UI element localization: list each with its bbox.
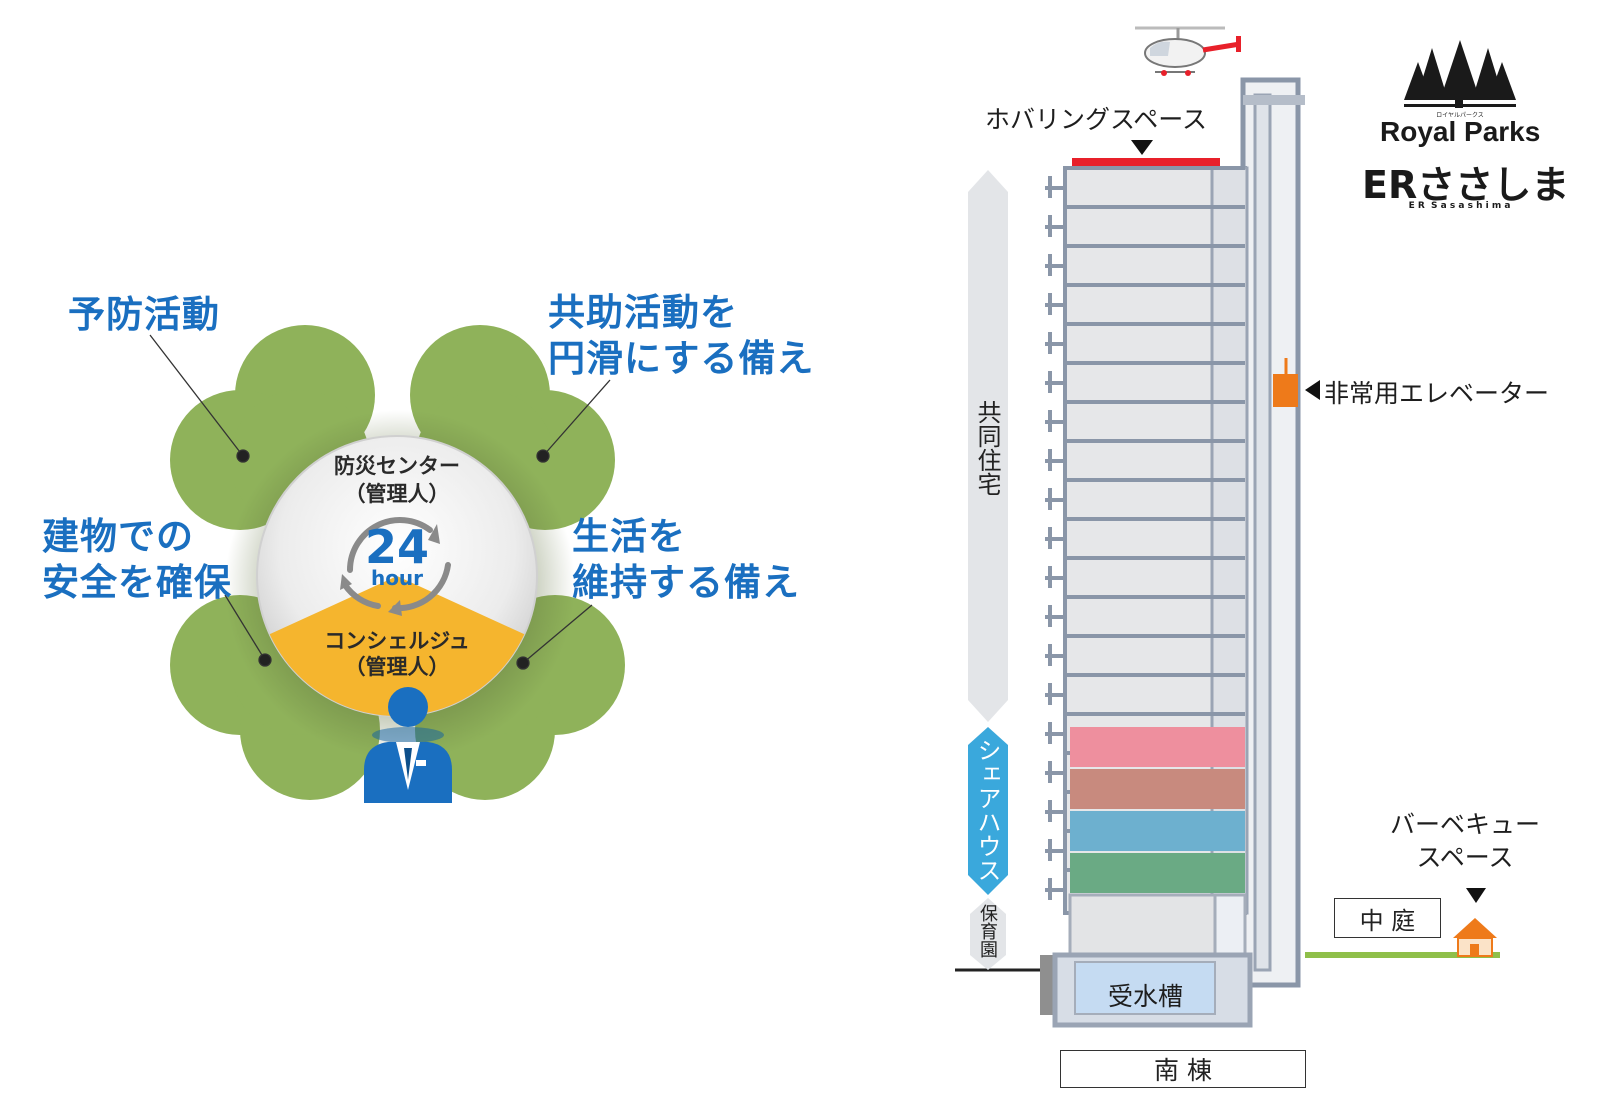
staff-person-icon: [364, 687, 452, 803]
courtyard-label: 中 庭: [1334, 898, 1441, 938]
logo-small-text: ロイヤルパークス: [1436, 112, 1484, 119]
callout-leaders: [149, 334, 611, 670]
label-mutual-aid: 共助活動を 円滑にする備え: [548, 291, 815, 380]
nursery-levels: [1068, 893, 1217, 957]
label-prevention: 予防活動: [68, 293, 220, 336]
rotation-arrows-icon: [342, 517, 451, 612]
logo-name: ERささしま: [1362, 163, 1570, 207]
nursery-band: [970, 898, 1006, 970]
floor-brown: [1070, 769, 1245, 809]
floor-blue: [1070, 811, 1245, 851]
nursery-annex: [1213, 893, 1247, 957]
hours-unit: hour: [370, 566, 424, 590]
logo-brand: Royal Parks: [1380, 116, 1541, 147]
label-building-safety: 建物での 安全を確保: [42, 515, 232, 604]
concierge-label: コンシェルジュ （管理人）: [324, 629, 470, 679]
south-wing-label: 南 棟: [1060, 1050, 1306, 1088]
hovering-space-bar: [1072, 158, 1220, 166]
elevator-marker: [1305, 380, 1320, 400]
floor-pink: [1070, 727, 1245, 767]
disaster-center-title: 防災センター （管理人）: [334, 454, 460, 506]
core-tower-shaft: [1253, 93, 1272, 972]
share-house-band: [968, 727, 1008, 895]
water-tank-label: 受水槽: [1108, 982, 1184, 1011]
label-life-support: 生活を 維持する備え: [572, 515, 800, 604]
water-tank: [1074, 961, 1216, 1015]
core-tower-cap: [1243, 95, 1305, 105]
logo-romaji: E R S a s a s h i m a: [1408, 201, 1511, 211]
bbq-shelter-icon: [1453, 918, 1497, 957]
floor-green: [1070, 853, 1245, 893]
nursery-label: 保育園: [977, 904, 998, 958]
share-house-label: シェアハウス: [973, 738, 1001, 882]
hovering-marker: [1131, 140, 1153, 155]
emergency-elevator-car: [1273, 374, 1298, 407]
emergency-elevator-label: 非常用エレベーター: [1324, 379, 1550, 408]
apartments-band: [968, 170, 1008, 722]
apartments-label: 共同住宅: [973, 400, 1001, 496]
helicopter-icon: [1135, 26, 1241, 76]
bbq-marker: [1466, 888, 1486, 903]
bbq-space-label: バーベキュー スペース: [1390, 810, 1541, 872]
hovering-space-label: ホバリングスペース: [985, 105, 1208, 134]
hours-number: 24: [364, 520, 429, 574]
tree-logo-icon: [1404, 40, 1516, 108]
wall-ticks: [1045, 176, 1065, 900]
